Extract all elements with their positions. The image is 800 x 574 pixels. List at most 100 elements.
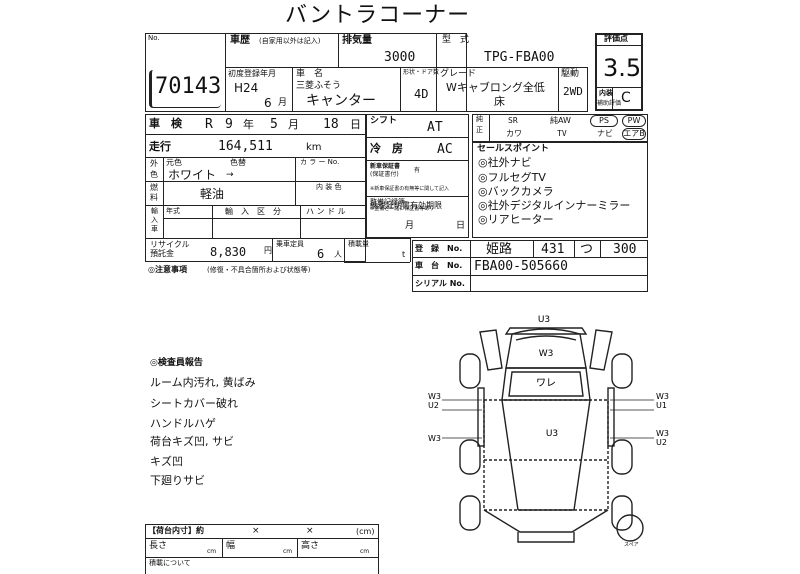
mileage-unit: km — [306, 142, 322, 153]
right-door-pillar-shape — [607, 387, 615, 447]
import-year-label: 年式 — [166, 207, 180, 215]
lot-no-label: No. — [148, 34, 160, 42]
cab-side-dashed-shape — [483, 399, 609, 461]
maintenance-record-label: 整備記録簿 — [370, 198, 405, 206]
doors-value: 4D — [414, 87, 429, 101]
color-label-top: 外 — [150, 159, 158, 168]
first-reg-year: H24 — [234, 81, 259, 95]
mark-right-door-w: W3 — [656, 392, 669, 401]
car-name-label: 車 名 — [296, 69, 324, 79]
bed-height-unit: cm — [360, 548, 370, 555]
displacement-value: 3000 — [384, 50, 416, 65]
report-item: ルーム内汚れ, 黄ばみ — [150, 376, 256, 389]
left-door-pillar-shape — [477, 387, 485, 447]
chassis-no: FBA00-505660 — [474, 259, 568, 274]
mark-front-bumper: U3 — [538, 315, 550, 325]
import-label-3: 車 — [151, 225, 158, 233]
fuel-label-top: 燃 — [150, 183, 158, 192]
shift-value: AT — [427, 120, 443, 135]
model-label: 型 式 — [442, 35, 470, 45]
score-box — [595, 33, 643, 111]
mark-cab: W3 — [539, 349, 554, 359]
recycle-deposit-label: 預託金 — [150, 249, 174, 258]
report-item: シートカバー破れ — [150, 397, 238, 410]
sales-point-item: ◎バックカメラ — [478, 185, 554, 198]
color-code-label: カ ラ ー No. — [300, 158, 340, 166]
model-value: TPG-FBA00 — [484, 50, 555, 65]
option-alloy-wheel: 純AW — [550, 116, 571, 125]
interior-label: 内装 — [599, 89, 613, 97]
registration-table — [145, 33, 467, 112]
bed-length-unit: cm — [207, 548, 217, 555]
tax-expiry-month: 月 — [405, 221, 415, 231]
rear-left-wheel-2-shape — [459, 495, 481, 531]
truck-damage-diagram: U3 W3 ワレ U3 W3 U2 W3 U1 W3 W3 U2 スペア — [428, 315, 669, 548]
plate-table — [412, 240, 648, 292]
inspection-day-unit: 日 — [350, 118, 361, 131]
option-tv: TV — [557, 129, 567, 138]
recycle-yen: 円 — [264, 246, 272, 255]
bed-times-1: × — [252, 526, 260, 536]
inspection-month: 5 — [270, 117, 278, 132]
drive-value: 2WD — [563, 85, 583, 98]
import-category-label: 輸 入 区 分 — [225, 207, 281, 216]
interior-color-label: 内 装 色 — [316, 183, 342, 191]
load-unit: t — [402, 250, 406, 259]
notes-title: ◎注意事項 — [148, 265, 187, 274]
report-item: 荷台キズ凹, サビ — [150, 435, 234, 448]
tax-expiry-day: 日 — [456, 221, 466, 231]
spare-label: スペア — [624, 542, 639, 548]
mark-left-door-u: U2 — [428, 401, 439, 410]
interior-sub-label: 補助評価 — [597, 100, 622, 107]
lot-number: 70143 — [155, 74, 222, 99]
new-car-warranty-label: 新車保証書 — [370, 163, 401, 170]
option-sr: SR — [508, 116, 518, 125]
bed-times-2: × — [306, 526, 314, 536]
color-arrow: → — [226, 170, 234, 180]
fuel-label-bottom: 料 — [150, 193, 158, 202]
reg-no-label: 登 録 No. — [415, 244, 463, 253]
report-item: キズ凹 — [150, 455, 183, 468]
new-car-warranty-note: ※新車保証書の有無等に関して記入 — [370, 186, 450, 192]
grade-label: グレード — [440, 69, 477, 79]
bed-title: 【荷台内寸】約 — [148, 526, 204, 535]
inspection-day: 18 — [323, 117, 339, 132]
mileage-value: 164,511 — [218, 139, 273, 154]
windshield-shape — [508, 371, 584, 397]
mileage-label: 走行 — [149, 140, 171, 153]
plate-region: 姫路 — [486, 242, 513, 257]
option-leather: カワ — [506, 129, 522, 138]
rear-left-wheel-shape — [459, 439, 481, 475]
import-label-1: 輸 — [151, 207, 158, 215]
serial-no-label: シリアル No. — [415, 279, 465, 288]
mark-windshield: ワレ — [536, 378, 556, 389]
grade-line2: 床 — [494, 95, 505, 108]
sales-point-item: ◎リアヒーター — [478, 213, 554, 226]
color-value: ホワイト — [168, 168, 217, 182]
shaken-history-note: (自家用以外は記入) — [259, 37, 321, 45]
front-right-wheel-shape — [611, 353, 633, 389]
notes-subtitle: (修復・不具合箇所および状態等) — [207, 266, 311, 274]
shaken-history-label: 車歴 — [230, 35, 250, 46]
right-mirror-shape — [589, 329, 613, 371]
bed-width-unit: cm — [283, 548, 293, 555]
recycle-label: リサイクル — [150, 240, 190, 249]
color-change-label: 色替 — [230, 158, 246, 167]
options-table — [472, 114, 648, 142]
rear-right-wheel-2-shape — [611, 495, 633, 531]
inspection-label: 車 検 — [149, 117, 182, 130]
tax-expiry-label: 納税証明書有効期限 — [370, 201, 442, 210]
option-airbag: エアB — [622, 128, 646, 140]
rear-right-wheel-shape — [611, 439, 633, 475]
first-reg-month: 6 — [264, 96, 272, 110]
score-value: 3.5 — [603, 54, 642, 82]
bed-length-label: 長さ — [149, 541, 168, 551]
mark-bed: U3 — [546, 429, 558, 439]
rear-bumper-shape — [517, 532, 575, 543]
grade-line1: Wキャブロング全低 — [446, 81, 545, 94]
cab-roof-shape — [505, 328, 587, 369]
document-title: バントラコーナー — [285, 3, 471, 28]
sales-points-title: セールスポイント — [477, 144, 550, 154]
front-bumper-shape — [504, 327, 588, 335]
handle-label: ハ ン ド ル — [306, 207, 346, 216]
